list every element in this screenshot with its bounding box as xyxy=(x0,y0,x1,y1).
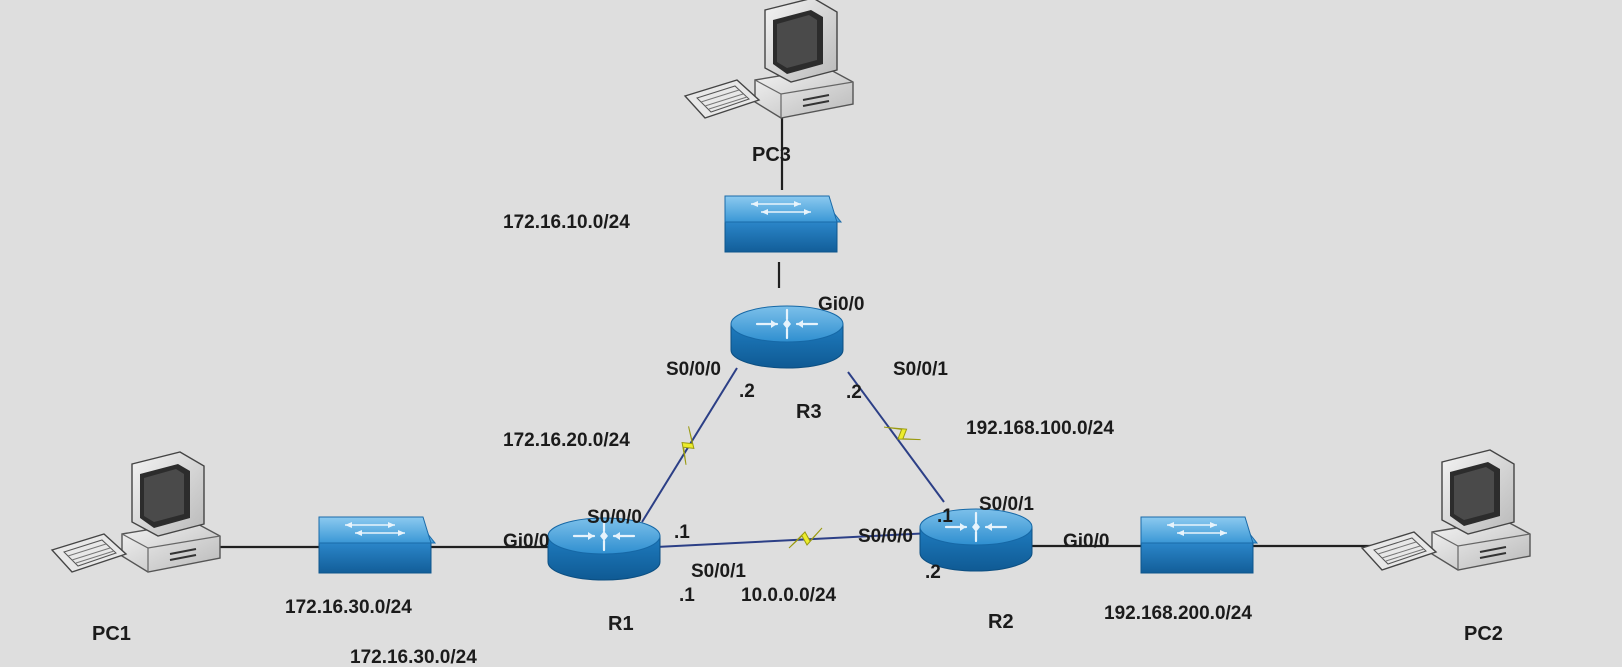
interface-label-r1-s001: S0/0/1 xyxy=(691,561,746,582)
switch3-icon[interactable] xyxy=(724,195,842,253)
network-label-r1-lan-bottom: 172.16.30.0/24 xyxy=(350,647,477,667)
host-id-r1-s001: .1 xyxy=(679,585,695,606)
serial-bolt-r1-r3 xyxy=(669,425,706,466)
serial-link-r1-r2 xyxy=(655,532,933,548)
network-label-r2-lan: 192.168.200.0/24 xyxy=(1104,603,1252,624)
pc3-computer-icon[interactable] xyxy=(684,0,854,119)
pc2-label: PC2 xyxy=(1464,623,1503,645)
serial-links xyxy=(641,367,945,549)
pc3-label: PC3 xyxy=(752,144,791,166)
host-id-r2-s000: .2 xyxy=(925,562,941,583)
host-id-r1-s000: .1 xyxy=(674,522,690,543)
interface-label-r1-gi: Gi0/0 xyxy=(503,531,549,552)
pc1-label: PC1 xyxy=(92,623,131,645)
network-label-r1-r3: 172.16.20.0/24 xyxy=(503,430,630,451)
pc2-computer-icon[interactable] xyxy=(1361,449,1531,571)
switch2-icon[interactable] xyxy=(1140,516,1258,574)
router-r3-icon[interactable] xyxy=(729,304,845,370)
interface-label-r3-s000: S0/0/0 xyxy=(666,359,721,380)
interface-label-r1-s000: S0/0/0 xyxy=(587,507,642,528)
r1-label: R1 xyxy=(608,613,634,635)
interface-label-r3-gi: Gi0/0 xyxy=(818,294,864,315)
network-label-r2-r3: 192.168.100.0/24 xyxy=(966,418,1114,439)
network-label-r3-lan: 172.16.10.0/24 xyxy=(503,212,630,233)
network-label-r1-r2: 10.0.0.0/24 xyxy=(741,585,837,606)
switch1-icon[interactable] xyxy=(318,516,436,574)
r2-label: R2 xyxy=(988,611,1014,633)
interface-label-r2-s001: S0/0/1 xyxy=(979,494,1034,515)
serial-link-r3-r2 xyxy=(847,371,945,503)
interface-label-r3-s001: S0/0/1 xyxy=(893,359,948,380)
interface-label-r2-s000: S0/0/0 xyxy=(858,526,913,547)
interface-label-r2-gi: Gi0/0 xyxy=(1063,531,1109,552)
host-id-r2-s001: .1 xyxy=(937,506,953,527)
network-label-r1-lan: 172.16.30.0/24 xyxy=(285,597,412,618)
r3-label: R3 xyxy=(796,401,822,423)
host-id-r3-s001: .2 xyxy=(846,382,862,403)
host-id-r3-s000: .2 xyxy=(739,381,755,402)
pc1-computer-icon[interactable] xyxy=(51,451,221,573)
